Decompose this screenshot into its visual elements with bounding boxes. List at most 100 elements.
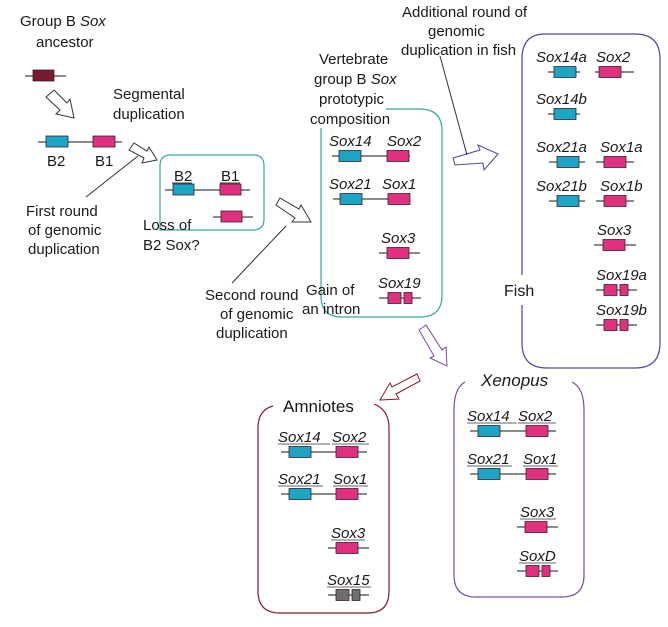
gene-sox21b: Sox21b	[536, 178, 587, 207]
exon	[619, 319, 629, 331]
loss-b2-label: B2	[174, 168, 192, 185]
first-round-pointer	[85, 155, 139, 198]
gene-label: Sox21	[467, 451, 510, 468]
gene-label: Sox1	[333, 471, 367, 488]
exon	[553, 66, 577, 78]
first-round-box: B2 B1	[159, 154, 265, 231]
gene-sox19: Sox19	[378, 275, 421, 304]
arrow-amniotes-icon	[379, 373, 421, 401]
gene-sox2: Sox2	[518, 408, 556, 437]
gene-sox3: Sox3	[594, 222, 636, 251]
gene-soxd: SoxD	[517, 548, 558, 577]
gene-label: Sox14	[329, 133, 372, 150]
gain-intron-label-2: an intron	[302, 301, 360, 318]
exon	[541, 565, 551, 577]
exon	[553, 108, 577, 120]
exon	[556, 195, 580, 207]
ancestor-label-line1: Group B Sox	[20, 13, 106, 30]
gene-label: Sox1a	[600, 139, 643, 156]
loss-b2-exon	[172, 183, 195, 196]
gene-label: Sox1b	[600, 178, 643, 195]
first-round-label-2: of genomic	[28, 222, 102, 239]
gene-sox3: Sox3	[517, 504, 558, 533]
gene-sox1: Sox1	[382, 176, 416, 205]
arrow-segmental-icon	[45, 89, 75, 119]
exon	[603, 284, 618, 296]
gene-label: Sox1	[382, 176, 416, 193]
loss-label-2: B2 Sox?	[143, 237, 200, 254]
exon	[556, 156, 580, 168]
segmental-label-1: Segmental	[113, 86, 185, 103]
segmental-label-2: duplication	[113, 106, 185, 123]
exon	[335, 542, 359, 554]
gene-sox1b: Sox1b	[596, 178, 643, 207]
ancestor-gene	[25, 69, 66, 82]
gene-sox2: Sox2	[386, 133, 422, 162]
exon	[288, 446, 312, 458]
gene-sox21a: Sox21a	[536, 139, 587, 168]
exon	[477, 425, 501, 437]
ancestor-section: Group B Sox ancestor	[20, 13, 106, 82]
exon	[386, 247, 410, 259]
segmental-genes: B2 B1	[38, 135, 122, 170]
exon	[335, 589, 350, 601]
gene-sox14: Sox14	[467, 408, 556, 437]
fish-label: Fish	[504, 283, 534, 300]
b2-label: B2	[47, 153, 65, 170]
additional-label-3: duplication in fish	[401, 42, 516, 59]
gene-label: Sox21a	[536, 139, 587, 156]
b2-exon	[45, 135, 69, 148]
prototype-label-4: composition	[310, 111, 390, 128]
b1-exon	[92, 135, 116, 148]
b1-label: B1	[95, 153, 113, 170]
arrow-fish-icon	[452, 144, 499, 172]
exon	[403, 292, 413, 304]
gene-label: Sox2	[387, 133, 422, 150]
first-round-label-3: duplication	[28, 241, 100, 258]
exon	[619, 284, 629, 296]
first-round-label-1: First round	[26, 203, 98, 220]
gene-label: Sox2	[332, 429, 367, 446]
second-round-label-2: of genomic	[220, 306, 294, 323]
gene-sox3: Sox3	[379, 230, 420, 259]
exon	[386, 150, 410, 162]
exon	[335, 446, 359, 458]
exon	[338, 150, 362, 162]
gene-sox14a: Sox14a	[536, 49, 587, 78]
gene-sox19b: Sox19b	[596, 302, 647, 331]
gene-label: Sox21	[329, 176, 372, 193]
exon	[598, 66, 622, 78]
gene-label: Sox3	[331, 525, 366, 542]
gene-label: Sox21	[278, 471, 321, 488]
gene-sox1: Sox1	[523, 451, 558, 480]
gene-label: SoxD	[519, 548, 556, 565]
ancestor-label-line2: ancestor	[36, 34, 94, 51]
gene-sox19a: Sox19a	[596, 267, 647, 296]
gene-label: Sox14	[467, 408, 510, 425]
additional-round-pointer	[439, 55, 468, 156]
gene-label: Sox14	[278, 429, 321, 446]
exon	[477, 468, 501, 480]
exon	[288, 488, 312, 500]
gene-label: Sox2	[518, 408, 553, 425]
exon	[335, 488, 359, 500]
exon	[603, 195, 627, 207]
gene-label: Sox3	[381, 230, 416, 247]
exon	[351, 589, 361, 601]
ancestor-exon	[32, 69, 55, 82]
gene-sox14b: Sox14b	[536, 91, 587, 120]
exon	[525, 425, 549, 437]
gene-sox2: Sox2	[332, 429, 369, 458]
prototype-label-3: prototypic	[319, 91, 385, 108]
gene-sox2: Sox2	[595, 49, 634, 78]
second-round-label-1: Second round	[205, 287, 298, 304]
exon	[603, 319, 618, 331]
second-round-label-3: duplication	[216, 325, 288, 342]
additional-label-1: Additional round of	[402, 4, 528, 21]
gene-label: Sox1	[523, 451, 557, 468]
gene-sox3: Sox3	[328, 525, 369, 554]
arrow-second-round-icon	[275, 197, 312, 223]
exon	[387, 292, 402, 304]
